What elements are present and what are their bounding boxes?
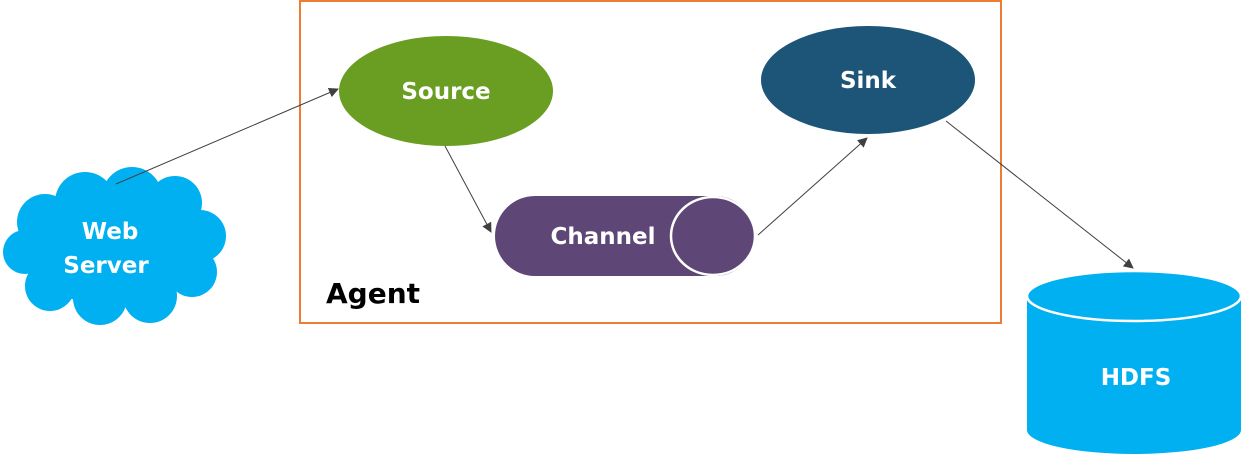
hdfs-label: HDFS bbox=[1101, 365, 1172, 391]
web-server-cloud: Web Server bbox=[3, 167, 226, 325]
sink-node: Sink bbox=[761, 26, 975, 134]
source-node: Source bbox=[339, 36, 553, 146]
arrow-channel-to-sink bbox=[757, 137, 868, 236]
agent-label: Agent bbox=[326, 277, 420, 310]
hdfs-node: HDFS bbox=[1025, 269, 1243, 454]
channel-label: Channel bbox=[550, 224, 655, 250]
arrow-webserver-to-source bbox=[115, 87, 339, 185]
arrow-sink-to-hdfs bbox=[945, 120, 1134, 269]
web-server-label-line2: Server bbox=[63, 253, 149, 279]
arrow-source-to-channel bbox=[444, 145, 492, 233]
web-server-label-line1: Web bbox=[82, 219, 139, 245]
source-label: Source bbox=[401, 79, 490, 105]
sink-label: Sink bbox=[840, 68, 897, 94]
agent-container bbox=[299, 0, 1002, 324]
channel-node: Channel bbox=[495, 195, 757, 277]
